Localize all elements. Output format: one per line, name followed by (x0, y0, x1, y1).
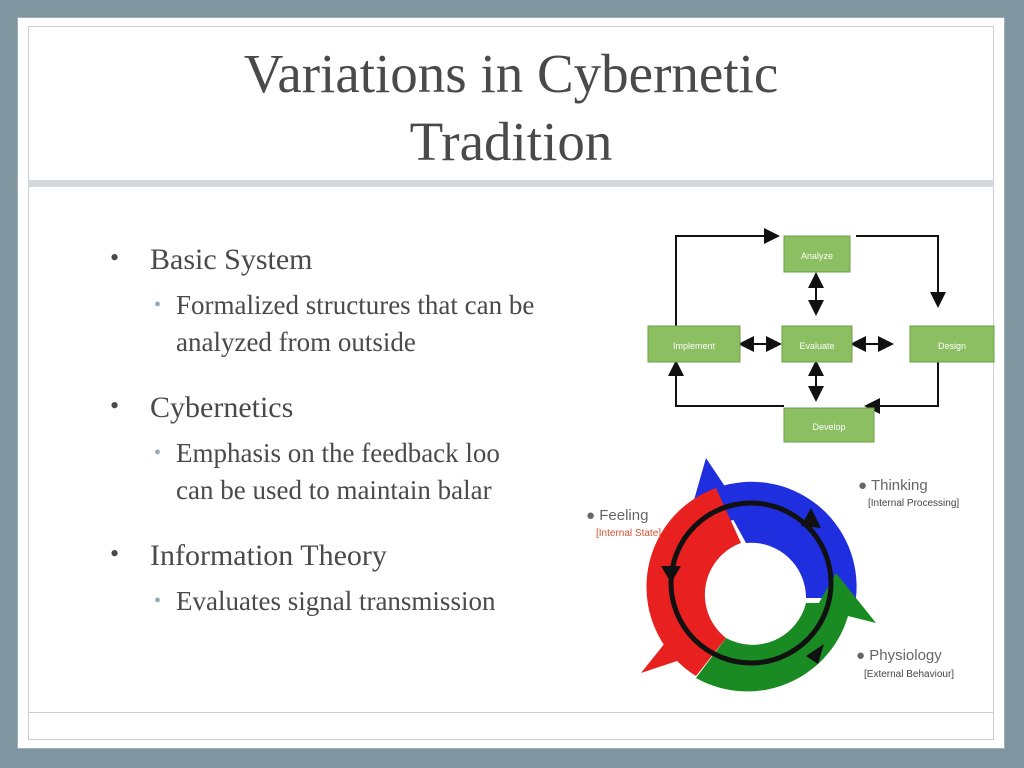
node-implement: Implement (647, 325, 741, 363)
sub-bullet-line: Evaluates signal transmission (176, 586, 496, 616)
sub-bullet: • Emphasis on the feedback loo can be us… (110, 435, 580, 509)
sub-bullet-line: Formalized structures that can be (176, 290, 535, 320)
footer-divider (28, 712, 994, 713)
process-cycle-diagram: Analyze Implement Evaluate Design Develo… (647, 228, 995, 443)
physiology-label: ● Physiology (856, 647, 942, 664)
physiology-sublabel: [External Behaviour] (864, 669, 954, 680)
slide: Variations in Cybernetic Tradition Basic… (18, 18, 1004, 748)
thinking-sublabel: [Internal Processing] (868, 498, 959, 509)
node-evaluate: Evaluate (781, 325, 853, 363)
node-analyze: Analyze (783, 235, 851, 273)
sub-bullet: • Formalized structures that can be anal… (110, 287, 580, 361)
node-design: Design (909, 325, 995, 363)
bullet-group-cybernetics: Cybernetics • Emphasis on the feedback l… (110, 391, 580, 509)
feeling-arc (646, 488, 741, 676)
bullet-heading: Cybernetics (110, 391, 580, 425)
sub-bullet-dot: • (154, 294, 162, 316)
sub-bullet-line: analyzed from outside (176, 327, 416, 357)
feeling-sublabel: [Internal State] (596, 528, 661, 539)
title-divider (28, 180, 994, 187)
slide-title: Variations in Cybernetic Tradition (18, 40, 1004, 176)
label-physiology: ● Physiology [External Behaviour] (856, 647, 954, 680)
connector-develop-implement (668, 360, 784, 407)
label-thinking: ● Thinking [Internal Processing] (858, 477, 959, 509)
bullet-group-basic-system: Basic System • Formalized structures tha… (110, 243, 580, 361)
feeling-arrowhead (641, 623, 716, 673)
node-develop-label: Develop (812, 422, 845, 432)
title-line-1: Variations in Cybernetic (243, 43, 779, 104)
label-feeling: ● Feeling [Internal State] (586, 507, 661, 539)
thinking-label: ● Thinking (858, 477, 928, 494)
connector-design-develop (864, 362, 939, 414)
title-line-2: Tradition (409, 111, 613, 172)
feedback-loop-diagram: ● Thinking [Internal Processing] ● Feeli… (586, 458, 959, 692)
bullet-heading: Basic System (110, 243, 580, 277)
connector-analyze-design (856, 235, 946, 308)
node-implement-label: Implement (673, 341, 716, 351)
loop-arrow-2 (806, 644, 824, 664)
loop-arrow-1 (801, 508, 821, 528)
bullet-list: Basic System • Formalized structures tha… (110, 243, 580, 663)
slide-border (28, 26, 994, 740)
thinking-arc (716, 481, 857, 598)
sub-bullet-line: Emphasis on the feedback loo (176, 438, 500, 468)
sub-bullet-dot: • (154, 590, 162, 612)
sub-bullet: • Evaluates signal transmission (110, 583, 580, 620)
bullet-group-information-theory: Information Theory • Evaluates signal tr… (110, 539, 580, 620)
node-design-label: Design (938, 341, 966, 351)
feeling-label: ● Feeling (586, 507, 648, 524)
loop-arrow-3 (661, 566, 681, 583)
sub-bullet-line: can be used to maintain balar (176, 475, 492, 505)
node-develop: Develop (783, 407, 875, 443)
node-evaluate-label: Evaluate (799, 341, 834, 351)
sub-bullet-dot: • (154, 442, 162, 464)
bullet-heading: Information Theory (110, 539, 580, 573)
node-analyze-label: Analyze (801, 251, 833, 261)
connector-implement-analyze (675, 228, 780, 326)
physiology-arc (696, 603, 851, 692)
